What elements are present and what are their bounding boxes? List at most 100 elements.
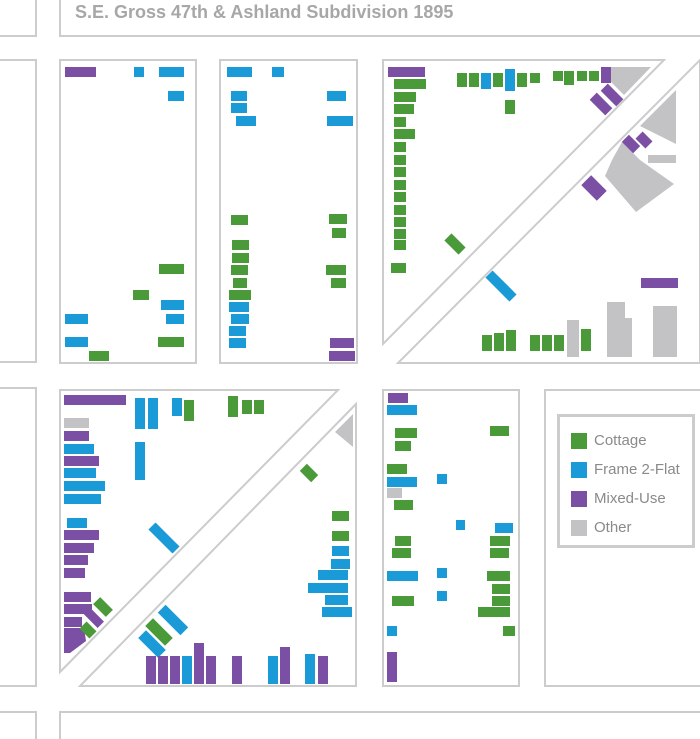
cottage-parcel — [457, 73, 467, 87]
other-parcel — [605, 142, 674, 212]
other-parcel — [640, 90, 676, 144]
cottage-parcel — [299, 463, 319, 483]
legend-item-frame-2-flat: Frame 2-Flat — [571, 461, 680, 478]
frame-2-flat-parcel — [505, 69, 515, 91]
mixed-use-parcel — [64, 555, 88, 565]
mixed-use-parcel — [232, 656, 242, 684]
cottage-parcel — [487, 571, 510, 581]
block-top-right-west — [382, 59, 667, 347]
legend-item-cottage: Cottage — [571, 432, 647, 449]
frame-2-flat-parcel — [322, 607, 352, 617]
mixed-use-parcel — [194, 643, 204, 684]
mixed-use-parcel — [158, 656, 168, 684]
other-parcel — [653, 306, 677, 357]
frame-2-flat-parcel — [387, 405, 417, 415]
cottage-parcel — [553, 71, 563, 81]
frame-2-flat-parcel — [64, 468, 96, 478]
cottage-parcel — [581, 329, 591, 351]
frame-2-flat-parcel — [67, 518, 87, 528]
legend-label-other: Other — [594, 519, 632, 536]
cottage-parcel — [444, 233, 466, 255]
frame-2-flat-parcel — [327, 91, 346, 101]
frame-2-flat-parcel — [236, 116, 256, 126]
mixed-use-parcel — [64, 456, 99, 466]
cottage-parcel — [93, 597, 113, 617]
other-swatch — [571, 519, 587, 536]
cottage-parcel — [505, 100, 515, 114]
cottage-parcel — [231, 215, 248, 225]
mixed-use-parcel — [170, 656, 180, 684]
frame-2-flat-parcel — [138, 630, 166, 658]
cottage-parcel — [394, 240, 406, 250]
cottage-parcel — [554, 335, 564, 351]
mixed-use-parcel — [64, 617, 82, 627]
frame-2-flat-parcel — [229, 326, 246, 336]
legend-item-mixed-use: Mixed-Use — [571, 490, 666, 507]
cottage-parcel — [394, 117, 406, 127]
cottage-swatch — [571, 432, 587, 449]
cottage-parcel — [228, 396, 238, 417]
mixed-use-parcel — [82, 606, 104, 628]
cottage-parcel — [490, 548, 509, 558]
cottage-parcel — [387, 464, 407, 474]
frame-2-flat-parcel — [168, 91, 184, 101]
frame-2-flat-parcel — [437, 568, 447, 578]
cottage-parcel — [394, 155, 406, 165]
cottage-parcel — [79, 621, 97, 639]
cottage-parcel — [394, 500, 413, 510]
cottage-parcel — [490, 426, 509, 436]
cottage-parcel — [326, 265, 346, 275]
mixed-use-parcel — [206, 656, 216, 684]
mixed-use-parcel — [600, 83, 624, 107]
frame-2-flat-parcel — [157, 604, 189, 636]
cottage-parcel — [229, 290, 251, 300]
frame-2-flat-parcel — [135, 398, 145, 429]
cottage-parcel — [391, 263, 406, 273]
frame-2-flat-parcel — [148, 522, 180, 554]
cottage-parcel — [232, 240, 249, 250]
cottage-parcel — [394, 142, 406, 152]
frame-2-flat-parcel — [65, 314, 88, 324]
frame-2-flat-parcel — [456, 520, 465, 530]
frame-2-flat-parcel — [272, 67, 284, 77]
frame-2-flat-parcel — [318, 570, 348, 580]
cottage-parcel — [394, 104, 414, 114]
cottage-parcel — [395, 536, 411, 546]
cottage-parcel — [394, 180, 406, 190]
cottage-parcel — [231, 265, 248, 275]
cottage-parcel — [469, 73, 479, 87]
mixed-use-parcel — [65, 67, 96, 77]
map-title: S.E. Gross 47th & Ashland Subdivision 18… — [75, 2, 454, 22]
legend: Cottage Frame 2-Flat Mixed-Use Other — [557, 414, 695, 548]
frame-2-flat-parcel — [229, 338, 246, 348]
legend-label-frame-2-flat: Frame 2-Flat — [594, 461, 680, 478]
cottage-parcel — [394, 79, 426, 89]
cottage-parcel — [564, 71, 574, 85]
mixed-use-parcel — [641, 278, 678, 288]
mixed-use-parcel — [601, 67, 611, 83]
cottage-parcel — [332, 511, 349, 521]
mixed-use-parcel — [621, 134, 641, 154]
frame-2-flat-parcel — [159, 67, 184, 77]
cottage-parcel — [394, 229, 406, 239]
frame-2-flat-parcel — [325, 595, 348, 605]
frame-2-flat-parcel — [495, 523, 513, 533]
cottage-parcel — [395, 441, 411, 451]
cottage-parcel — [490, 536, 510, 546]
frame-2-flat-parcel — [229, 302, 249, 312]
cottage-parcel — [331, 278, 346, 288]
frame-2-flat-parcel — [332, 546, 349, 556]
mixed-use-parcel — [329, 351, 355, 361]
cottage-parcel — [159, 264, 184, 274]
cottage-parcel — [392, 548, 411, 558]
cottage-parcel — [158, 337, 184, 347]
frame-2-flat-parcel — [387, 571, 418, 581]
cottage-parcel — [392, 596, 414, 606]
cottage-parcel — [589, 71, 599, 81]
frame-2-flat-parcel — [166, 314, 184, 324]
mixed-use-parcel — [64, 628, 86, 653]
cottage-parcel — [542, 335, 552, 351]
cottage-parcel — [332, 228, 346, 238]
mixed-use-parcel — [280, 647, 290, 684]
